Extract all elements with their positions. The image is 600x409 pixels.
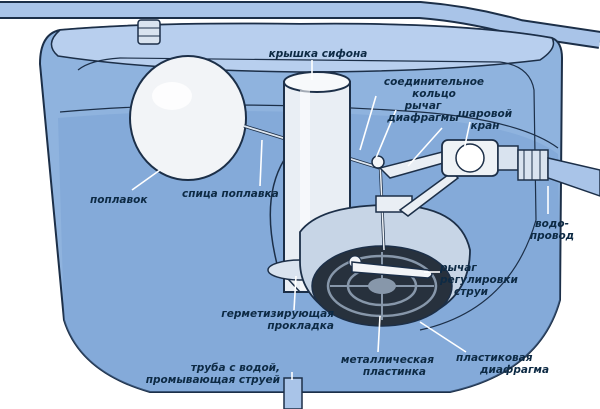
diaphragm-housing [299,204,471,327]
water-supply-pipe [517,149,600,197]
float-ball [129,55,247,181]
jet-lever-shape [351,261,433,279]
top-fitting [137,19,161,45]
label-plastic-diaphragm: пластиковая диафрагма [456,352,550,376]
label-seal-gasket: герметизирующая прокладка [221,308,334,332]
label-connecting-ring: соединительное кольцо [383,76,485,100]
label-ball-valve: шаровой кран [457,108,513,132]
label-metal-plate: металлическая пластинка [340,354,434,378]
label-siphon-cover: крышка сифона [268,48,368,60]
leader-lines [131,60,549,380]
label-jet-lever: рычаг регулировки струи [440,262,518,298]
top-pipe [0,1,600,49]
label-diaphragm-lever: рычаг диафрагмы [387,100,459,124]
ball-valve-shape [441,139,519,177]
label-float-spoke: спица поплавка [182,188,279,200]
label-flush-pipe: труба с водой, промывающая струей [145,362,280,386]
label-water-supply: водо- провод [529,218,575,242]
lever-mechanism [371,149,460,251]
flush-pipe-shape [283,377,303,409]
label-float: поплавок [90,194,148,206]
